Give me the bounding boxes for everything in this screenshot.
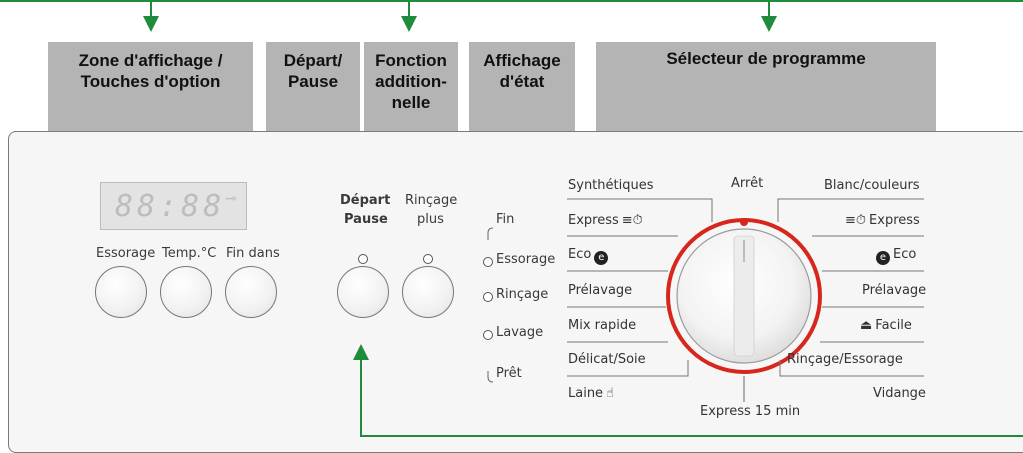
program-delicat-soie[interactable]: Délicat/Soie (568, 352, 646, 367)
rinse-label-line1: Rinçage (405, 193, 458, 208)
dial-grip (733, 235, 755, 357)
rinse-led (423, 254, 433, 264)
express-timer-icon: ≡⏱ (621, 213, 643, 228)
temperature-button[interactable] (160, 266, 212, 318)
rinse-plus-button[interactable] (402, 266, 454, 318)
program-prelavage-right[interactable]: Prélavage (862, 283, 927, 298)
callout-display-zone: Zone d'affichage / Touches d'option (48, 42, 253, 134)
display-digits: 88:88 (115, 189, 226, 224)
left-program-lines (567, 198, 713, 377)
status-led-rincage (483, 292, 493, 302)
program-facile[interactable]: ⏏Facile (860, 318, 912, 333)
status-led-lavage (483, 330, 493, 340)
status-led-essorage (483, 257, 493, 267)
start-label-line1: Départ (340, 193, 391, 208)
rinse-label-line2: plus (417, 212, 444, 227)
start-pause-button[interactable] (337, 266, 389, 318)
wool-hand-icon: ☝ (606, 386, 614, 401)
essorage-button[interactable] (95, 266, 147, 318)
program-laine[interactable]: Laine☝ (568, 386, 614, 401)
dial-label-arret: Arrêt (731, 176, 764, 191)
label-essorage: Essorage (96, 246, 156, 261)
digital-display: 88:88 ⊸ (100, 182, 247, 230)
start-arrow-head (353, 344, 369, 360)
right-program-lines (777, 198, 924, 377)
callout-additional-function: Fonction addition- nelle (364, 42, 458, 134)
fin-dans-button[interactable] (225, 266, 277, 318)
program-blanc-couleurs[interactable]: Blanc/couleurs (824, 178, 920, 193)
dial-position-marker (740, 218, 748, 226)
eco-leaf-icon: e (876, 251, 890, 265)
program-express-right[interactable]: ≡⏱Express (845, 213, 920, 228)
status-fin: Fin (496, 212, 515, 227)
program-rincage-essorage[interactable]: Rinçage/Essorage (787, 352, 903, 367)
label-fin-dans: Fin dans (226, 246, 280, 261)
start-led (358, 254, 368, 264)
status-lavage: Lavage (496, 325, 544, 340)
eco-leaf-icon: e (594, 251, 609, 265)
status-rincage: Rinçage (496, 287, 549, 302)
label-temp: Temp.°C (162, 246, 217, 261)
status-essorage: Essorage (496, 252, 556, 267)
callout-status-display: Affichage d'état (469, 42, 575, 134)
program-prelavage-left[interactable]: Prélavage (568, 283, 633, 298)
status-pret: Prêt (496, 366, 522, 381)
program-synthetiques[interactable]: Synthétiques (568, 178, 654, 193)
program-mix-rapide[interactable]: Mix rapide (568, 318, 637, 333)
program-vidange[interactable]: Vidange (873, 386, 926, 401)
arrow-head-function (401, 16, 417, 32)
iron-icon: ⏏ (860, 318, 873, 333)
program-express-left[interactable]: Express≡⏱ (568, 213, 643, 228)
start-arrow-line (360, 358, 1023, 437)
arrow-head-selector (761, 16, 777, 32)
child-lock-icon: ⊸ (225, 190, 237, 206)
express-timer-icon: ≡⏱ (845, 213, 867, 228)
start-label-line2: Pause (344, 212, 388, 227)
callout-start-pause: Départ/ Pause (266, 42, 360, 134)
dial-label-express15: Express 15 min (700, 404, 801, 419)
callout-program-selector: Sélecteur de programme (596, 42, 936, 134)
arrow-head-display (143, 16, 159, 32)
